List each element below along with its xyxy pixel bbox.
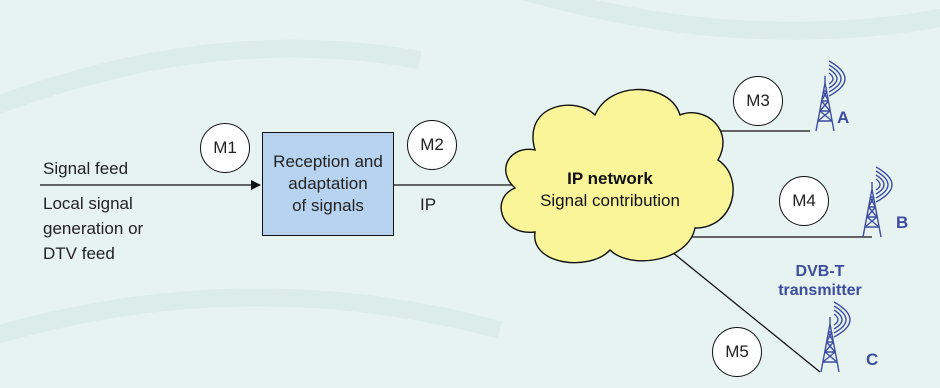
dvbt-label-line1: DVB-T <box>795 263 845 280</box>
reception-adaptation-box: Reception and adaptation of signals <box>262 132 394 236</box>
site-c-label: C <box>866 350 879 369</box>
measure-point-m4: M4 <box>779 176 829 226</box>
measure-point-m1: M1 <box>200 123 250 173</box>
link-site-c <box>671 251 821 373</box>
transmitter-icon-c <box>820 301 851 373</box>
box-line-2: adaptation <box>288 174 368 193</box>
cloud-title: IP network <box>567 169 653 188</box>
site-b-label: B <box>896 213 909 232</box>
ip-label: IP <box>420 195 437 214</box>
local-signal-label-line2: generation or <box>43 219 144 238</box>
local-signal-label-line3: DTV feed <box>43 244 115 263</box>
signal-feed-label: Signal feed <box>43 159 129 178</box>
measure-point-m2: M2 <box>407 120 457 170</box>
measure-point-m5: M5 <box>712 327 762 377</box>
dvbt-label-line2: transmitter <box>778 282 862 299</box>
transmitter-icon-b <box>862 166 893 238</box>
box-line-1: Reception and <box>273 152 383 171</box>
site-a-label: A <box>837 108 850 127</box>
ip-network-cloud <box>500 88 734 264</box>
box-line-3: of signals <box>292 196 364 215</box>
measure-point-m3: M3 <box>733 76 783 126</box>
cloud-subtitle: Signal contribution <box>540 191 680 210</box>
local-signal-label-line1: Local signal <box>43 194 133 213</box>
